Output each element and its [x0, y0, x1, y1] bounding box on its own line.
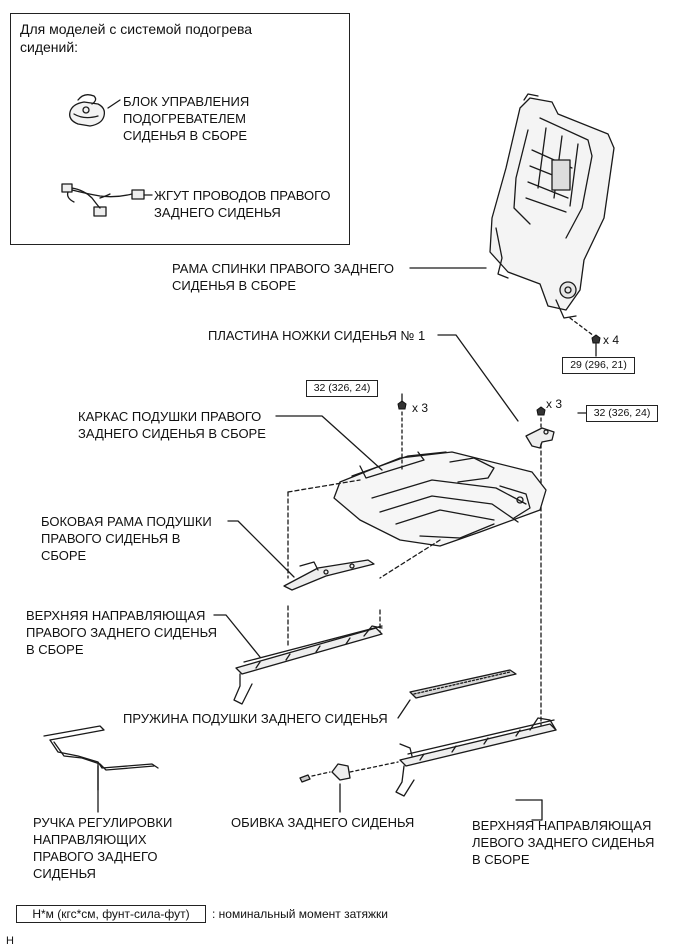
- label-seatback-frame: РАМА СПИНКИ ПРАВОГО ЗАДНЕГО СИДЕНЬЯ В СБ…: [172, 261, 395, 293]
- bolt-icon: [591, 334, 601, 344]
- label-heater-control-unit: БЛОК УПРАВЛЕНИЯ ПОДОГРЕВАТЕЛЕМ СИДЕНЬЯ В…: [123, 94, 250, 143]
- qty-plate-nuts: x 3: [546, 397, 563, 411]
- cushion-spring-drawing: [409, 669, 517, 699]
- label-leg-plate: ПЛАСТИНА НОЖКИ СИДЕНЬЯ № 1: [208, 328, 426, 343]
- figure-code: H: [6, 935, 14, 947]
- leader-cushion-frame: [275, 415, 383, 471]
- torque-cushion-nuts: 32 (326, 24): [306, 380, 378, 397]
- torque-legend-box: Н*м (кгс*см, фунт-сила-фут): [16, 905, 206, 923]
- label-upper-rail-left: ВЕРХНЯЯ НАПРАВЛЯЮЩАЯ ЛЕВОГО ЗАДНЕГО СИДЕ…: [472, 818, 655, 867]
- heater-control-unit-drawing: [69, 94, 106, 127]
- leader-upper-rail-left: [531, 799, 543, 821]
- cushion-frame-drawing: [333, 451, 547, 547]
- leader-upper-rail-right: [213, 614, 261, 658]
- rear-cover-drawing: [299, 763, 351, 783]
- heated-seat-inset: Для моделей с системой подогрева сидений…: [10, 13, 350, 245]
- seatback-frame-drawing: [489, 93, 615, 319]
- label-cushion-spring: ПРУЖИНА ПОДУШКИ ЗАДНЕГО СИДЕНЬЯ: [123, 711, 388, 726]
- leader-side-frame: [227, 520, 295, 578]
- inset-title: Для моделей с системой подогрева сидений…: [20, 21, 253, 55]
- upper-rail-left-drawing: [395, 717, 557, 797]
- leader-cushion-spring: [397, 699, 411, 719]
- qty-seatback-bolts: x 4: [603, 333, 620, 347]
- upper-rail-right-drawing: [233, 625, 383, 705]
- leg-plate-drawing: [525, 427, 555, 449]
- label-cushion-frame: КАРКАС ПОДУШКИ ПРАВОГО ЗАДНЕГО СИДЕНЬЯ В…: [78, 409, 266, 441]
- nut-icon: [397, 400, 407, 410]
- torque-seatback-bolts: 29 (296, 21): [562, 357, 635, 374]
- qty-cushion-nuts: x 3: [412, 401, 429, 415]
- label-rear-cover: ОБИВКА ЗАДНЕГО СИДЕНЬЯ: [231, 815, 415, 830]
- torque-legend-text: : номинальный момент затяжки: [212, 907, 388, 921]
- label-upper-rail-right: ВЕРХНЯЯ НАПРАВЛЯЮЩАЯ ПРАВОГО ЗАДНЕГО СИД…: [26, 608, 217, 657]
- label-side-frame: БОКОВАЯ РАМА ПОДУШКИ ПРАВОГО СИДЕНЬЯ В С…: [41, 514, 212, 563]
- leader-heater-control: [107, 99, 121, 109]
- leader-leg-plate: [437, 334, 519, 422]
- nut-icon: [536, 406, 546, 416]
- side-frame-drawing: [283, 559, 375, 591]
- adjust-handle-drawing: [43, 725, 159, 791]
- torque-plate-nuts: 32 (326, 24): [586, 405, 658, 422]
- label-wire-harness: ЖГУТ ПРОВОДОВ ПРАВОГО ЗАДНЕГО СИДЕНЬЯ: [154, 188, 331, 220]
- label-adjust-handle: РУЧКА РЕГУЛИРОВКИ НАПРАВЛЯЮЩИХ ПРАВОГО З…: [33, 815, 173, 881]
